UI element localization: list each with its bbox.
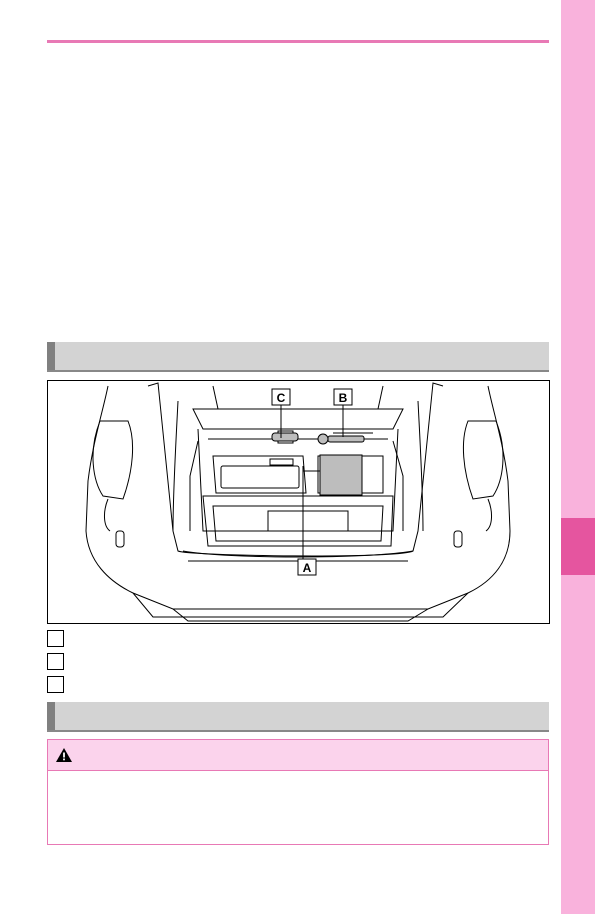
section-heading-marker — [47, 342, 55, 370]
legend-item-c — [47, 676, 547, 694]
legend-key-box — [47, 630, 64, 647]
callout-b-label: B — [339, 391, 348, 405]
side-chapter-tab-active — [561, 518, 595, 575]
callout-b-box — [333, 388, 353, 406]
callout-a-label: A — [303, 561, 312, 575]
section-heading-marker — [47, 702, 55, 730]
vehicle-rear-cargo-drawing: C B A — [85, 382, 511, 622]
section-heading-1 — [47, 342, 549, 372]
legend-item-a — [47, 630, 547, 648]
legend-key-box — [47, 653, 64, 670]
legend-key-box — [47, 676, 64, 693]
callout-c-box — [271, 388, 291, 406]
legend-item-b — [47, 653, 547, 671]
side-chapter-tab — [561, 0, 595, 914]
warning-triangle-icon — [56, 748, 72, 762]
callout-a-box — [297, 558, 317, 576]
header-rule — [47, 40, 549, 43]
cargo-area-illustration: C B A — [47, 380, 550, 624]
section-heading-2 — [47, 702, 549, 732]
warning-header — [48, 740, 548, 771]
callout-c-label: C — [277, 391, 286, 405]
warning-box — [47, 739, 549, 845]
